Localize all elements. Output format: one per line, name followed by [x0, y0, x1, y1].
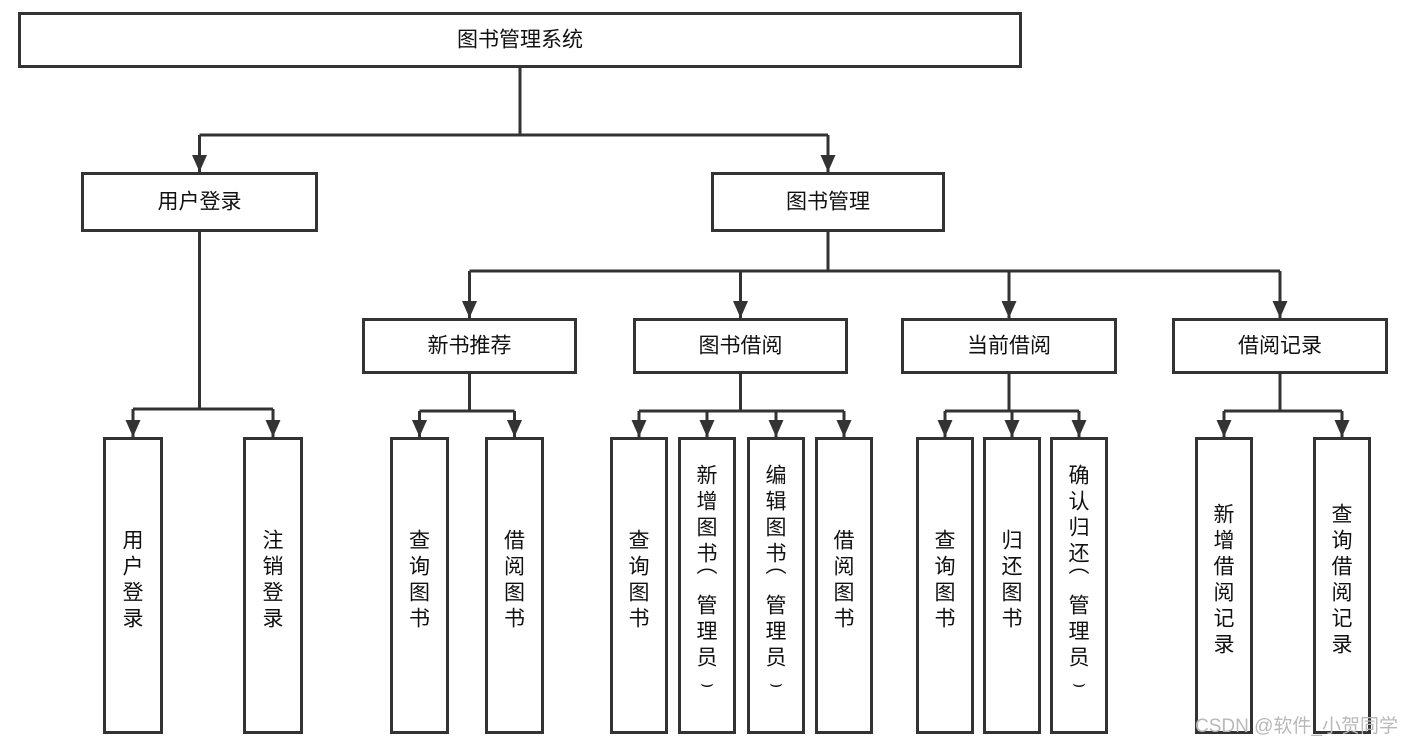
node-leaf-return-book[interactable]: 归还图书	[983, 437, 1041, 734]
node-user-login[interactable]: 用户登录	[81, 172, 318, 232]
arrow-head-icon	[699, 420, 715, 437]
node-label: 注销登录	[263, 530, 284, 631]
node-label: 查询图书	[629, 530, 650, 631]
arrow-head-icon	[462, 301, 477, 318]
connectors-layer	[125, 68, 1350, 437]
node-box	[815, 437, 873, 734]
arrow-head-icon	[507, 420, 522, 437]
arrow-head-icon	[1001, 301, 1017, 318]
node-leaf-query-book-borrow[interactable]: 查询图书	[610, 437, 668, 734]
node-leaf-query-borrow-record[interactable]: 查询借阅记录	[1313, 437, 1371, 734]
node-book-borrow[interactable]: 图书借阅	[633, 318, 848, 374]
node-book-manage[interactable]: 图书管理	[711, 172, 945, 232]
node-label: 确认归还⌒管理员⌣	[1069, 465, 1090, 696]
node-label: 当前借阅	[967, 335, 1051, 358]
node-leaf-user-login[interactable]: 用户登录	[103, 437, 163, 734]
arrow-head-icon	[820, 155, 836, 172]
node-current-borrow[interactable]: 当前借阅	[901, 318, 1117, 374]
node-label: 用户登录	[123, 530, 144, 631]
arrow-head-icon	[412, 420, 427, 437]
node-box	[1050, 437, 1108, 734]
node-new-book-recommend[interactable]: 新书推荐	[362, 318, 577, 374]
node-box	[1313, 437, 1371, 734]
node-leaf-add-book-admin[interactable]: 新增图书⌒管理员⌣	[678, 437, 736, 734]
node-box	[1195, 437, 1253, 734]
arrow-head-icon	[1272, 301, 1288, 318]
node-leaf-confirm-return-admin[interactable]: 确认归还⌒管理员⌣	[1050, 437, 1108, 734]
node-box	[678, 437, 736, 734]
node-box	[390, 437, 449, 734]
arrow-head-icon	[937, 420, 953, 437]
arrow-head-icon	[631, 420, 647, 437]
node-leaf-logout-login[interactable]: 注销登录	[243, 437, 303, 734]
node-box	[243, 437, 303, 734]
node-label: 新增图书⌒管理员⌣	[697, 465, 718, 696]
node-box	[901, 318, 1117, 374]
node-box	[362, 318, 577, 374]
node-label: 图书借阅	[699, 335, 783, 358]
node-box	[610, 437, 668, 734]
node-box	[18, 12, 1022, 68]
arrow-head-icon	[733, 301, 748, 318]
node-label: 编辑图书⌒管理员⌣	[766, 465, 787, 696]
node-label: 图书管理	[786, 191, 870, 214]
node-box	[81, 172, 318, 232]
node-box	[1172, 318, 1388, 374]
arrow-head-icon	[1004, 420, 1020, 437]
arrow-head-icon	[768, 420, 784, 437]
arrow-head-icon	[1334, 420, 1350, 437]
node-leaf-edit-book-admin[interactable]: 编辑图书⌒管理员⌣	[747, 437, 805, 734]
node-label: 新书推荐	[428, 335, 512, 358]
arrow-head-icon	[836, 420, 852, 437]
node-box	[633, 318, 848, 374]
node-box	[103, 437, 163, 734]
node-leaf-query-book-current[interactable]: 查询图书	[916, 437, 974, 734]
node-label: 归还图书	[1002, 530, 1023, 631]
node-leaf-borrow-book[interactable]: 借阅图书	[815, 437, 873, 734]
node-label: 查询图书	[935, 530, 956, 631]
arrow-head-icon	[1216, 420, 1232, 437]
node-label: 借阅图书	[834, 530, 855, 631]
node-box	[916, 437, 974, 734]
nodes-layer: 图书管理系统用户登录图书管理新书推荐图书借阅当前借阅借阅记录用户登录注销登录查询…	[18, 12, 1388, 734]
node-label: 新增借阅记录	[1214, 504, 1235, 657]
arrow-head-icon	[265, 420, 281, 437]
node-label: 查询图书	[409, 530, 430, 631]
node-box	[485, 437, 544, 734]
node-label: 借阅记录	[1238, 335, 1322, 358]
node-root[interactable]: 图书管理系统	[18, 12, 1022, 68]
node-box	[983, 437, 1041, 734]
arrow-head-icon	[1071, 420, 1087, 437]
node-leaf-query-book-rec[interactable]: 查询图书	[390, 437, 449, 734]
node-box	[747, 437, 805, 734]
arrow-head-icon	[125, 420, 141, 437]
node-label: 图书管理系统	[457, 29, 583, 52]
node-leaf-add-borrow-record[interactable]: 新增借阅记录	[1195, 437, 1253, 734]
node-leaf-borrow-book-rec[interactable]: 借阅图书	[485, 437, 544, 734]
node-borrow-record[interactable]: 借阅记录	[1172, 318, 1388, 374]
node-label: 用户登录	[158, 191, 242, 214]
node-label: 查询借阅记录	[1332, 504, 1353, 657]
node-label: 借阅图书	[504, 530, 525, 631]
node-box	[711, 172, 945, 232]
arrow-head-icon	[192, 155, 207, 172]
csdn-watermark: CSDN @软件_小贺同学	[1195, 715, 1398, 737]
